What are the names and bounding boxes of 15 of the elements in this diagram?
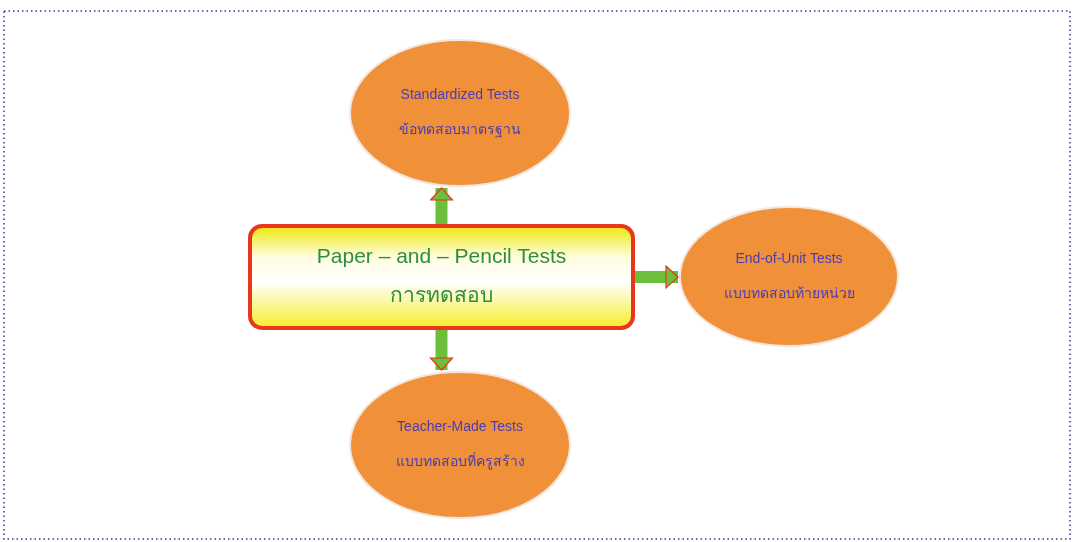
node-subtitle: การทดสอบ (390, 281, 493, 308)
node-title: Teacher-Made Tests (397, 418, 523, 434)
node-title: Paper – and – Pencil Tests (316, 243, 567, 268)
node-title: Standardized Tests (400, 86, 520, 102)
oval-node (348, 38, 572, 188)
node-subtitle: ข้อทดสอบมาตรฐาน (399, 120, 521, 140)
block-arrow (635, 265, 679, 289)
node-subtitle: แบบทดสอบท้ายหน่วย (723, 283, 855, 303)
oval-node (348, 370, 572, 520)
block-arrow (429, 187, 454, 224)
block-arrow (429, 330, 454, 371)
node-subtitle: แบบทดสอบที่ครูสร้าง (395, 451, 525, 472)
node-title: End-of-Unit Tests (735, 249, 843, 266)
oval-node (678, 205, 900, 348)
title-box (248, 224, 635, 330)
